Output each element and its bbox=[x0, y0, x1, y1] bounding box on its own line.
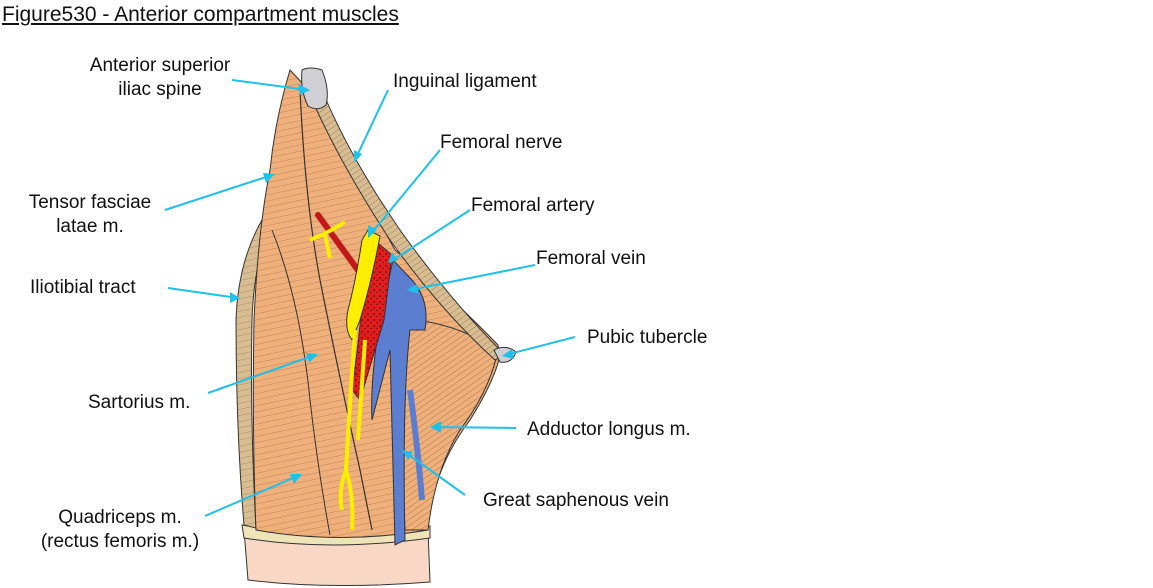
label-femoral-artery: Femoral artery bbox=[471, 195, 595, 216]
label-asis: Anterior superior iliac spine bbox=[89, 55, 231, 100]
label-great-saphenous-vein: Great saphenous vein bbox=[483, 490, 669, 511]
label-pubic-tubercle: Pubic tubercle bbox=[587, 327, 708, 348]
femoral-nerve-shape bbox=[346, 229, 381, 341]
figure-title: Figure530 - Anterior compartment muscles bbox=[2, 3, 399, 26]
label-femoral-nerve: Femoral nerve bbox=[440, 132, 563, 153]
label-adductor-longus: Adductor longus m. bbox=[527, 419, 691, 440]
femoral-vein-shape bbox=[371, 258, 427, 546]
label-femoral-vein: Femoral vein bbox=[536, 248, 646, 269]
label-quadriceps: Quadriceps m. (rectus femoris m.) bbox=[40, 507, 200, 552]
arrow-heads bbox=[230, 84, 514, 484]
leader-lines bbox=[164, 79, 576, 517]
label-sartorius: Sartorius m. bbox=[88, 392, 191, 413]
label-tensor-fasciae-latae: Tensor fasciae latae m. bbox=[28, 192, 152, 237]
label-iliotibial-tract: Iliotibial tract bbox=[30, 277, 136, 298]
label-inguinal-ligament: Inguinal ligament bbox=[393, 71, 537, 92]
asis-bone bbox=[301, 67, 328, 110]
